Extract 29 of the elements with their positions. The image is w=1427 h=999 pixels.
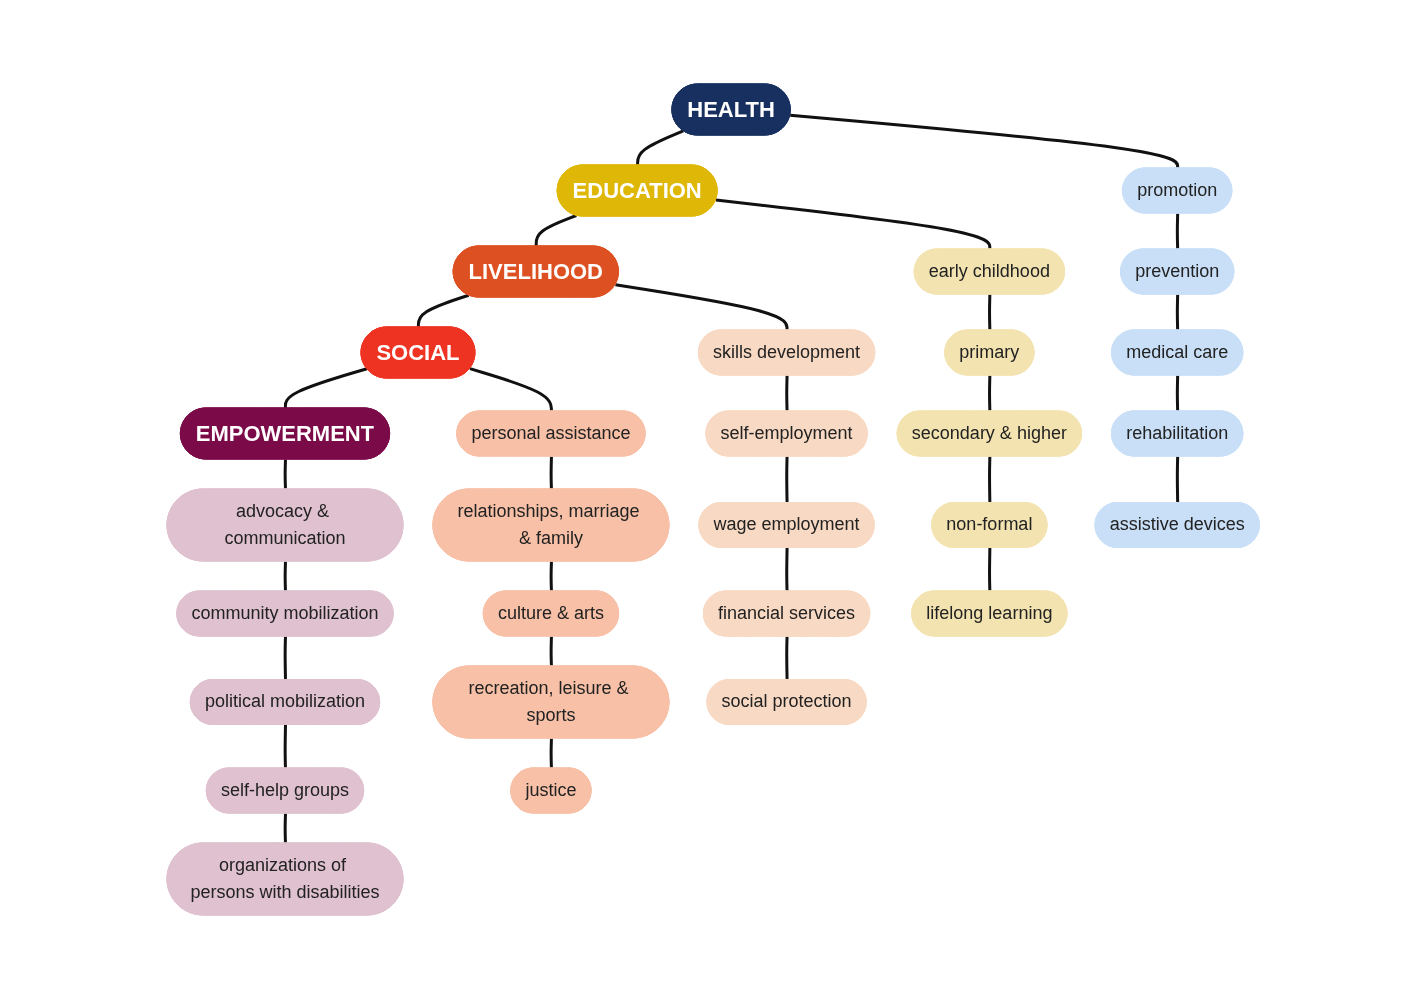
- connector: [284, 636, 288, 680]
- connector: [549, 636, 554, 667]
- connector: [988, 294, 992, 331]
- connector: [615, 283, 789, 331]
- connector: [785, 456, 789, 503]
- connector: [636, 129, 685, 166]
- connector: [790, 113, 1180, 169]
- connector: [284, 367, 368, 409]
- connector: [1176, 213, 1180, 250]
- connector: [716, 198, 992, 250]
- connector: [284, 459, 288, 490]
- connector: [1176, 375, 1180, 412]
- connector: [469, 367, 554, 412]
- connector: [549, 561, 554, 592]
- connector: [535, 214, 578, 247]
- connector: [1176, 456, 1180, 503]
- connector: [284, 561, 288, 592]
- connector: [988, 547, 992, 592]
- connector: [785, 547, 789, 592]
- connector: [417, 293, 470, 328]
- connector: [284, 724, 288, 769]
- connector: [785, 375, 789, 412]
- connector: [549, 738, 554, 769]
- connector: [988, 375, 992, 412]
- connector: [1176, 294, 1180, 331]
- connector: [785, 636, 789, 680]
- connector: [988, 456, 992, 503]
- connector: [549, 456, 554, 490]
- connector: [284, 813, 288, 844]
